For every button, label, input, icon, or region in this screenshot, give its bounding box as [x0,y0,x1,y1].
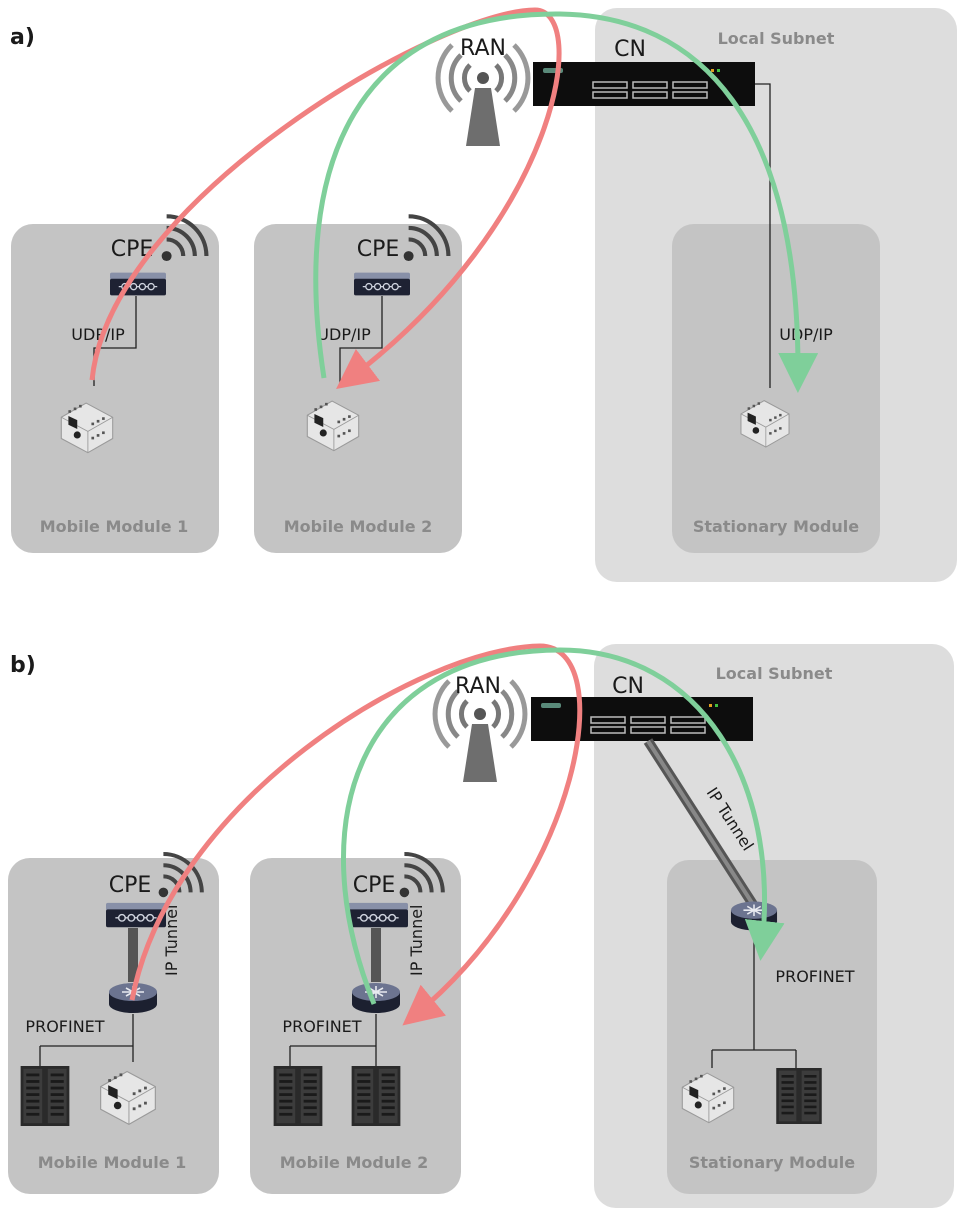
red-flow-arrow [89,7,562,390]
cpe-2-label: CPE [353,873,396,898]
mobile-module-1-title: Mobile Module 1 [40,517,189,536]
io-module-icon [776,1068,822,1124]
cpe-device-icon [354,272,410,296]
stationary-module-title: Stationary Module [693,517,859,536]
ran-label: RAN [460,36,506,61]
cn-link-line [755,83,771,388]
stationary-module-box [672,224,880,553]
mobile-1-profinet-label: PROFINET [25,1017,104,1036]
panel-b-label: b) [10,653,36,678]
green-flow-arrow [340,647,785,1005]
panel-a: a) Local Subnet Mobile Module 1 Mobile M… [10,7,957,582]
mobile-1-udp-label: UDP/IP [71,325,125,344]
panel-b: b) Local Subnet Mobile Module 1 Mobile M… [8,643,954,1208]
stationary-profinet-label: PROFINET [775,967,854,986]
cpe-device-icon [110,272,166,296]
stationary-udp-label: UDP/IP [779,325,833,344]
cn-label: CN [612,674,644,699]
mobile-2-tunnel-label: IP Tunnel [407,904,426,976]
mobile-1-tunnel-label: IP Tunnel [162,904,181,976]
io-module-icon [273,1066,323,1126]
profinet-bus-line [39,1014,134,1066]
router-icon [730,900,778,932]
cn-label: CN [614,37,646,62]
mobile-module-2-title: Mobile Module 2 [280,1153,429,1172]
local-subnet-label: Local Subnet [716,664,833,683]
local-subnet-label: Local Subnet [718,29,835,48]
red-flow-arrow [129,643,583,1026]
io-module-icon [20,1066,70,1126]
mobile-2-udp-label: UDP/IP [317,325,371,344]
cpe-device-icon [348,902,408,928]
stationary-module-title: Stationary Module [689,1153,855,1172]
mobile-module-1-box [11,224,219,553]
ran-label: RAN [455,674,501,699]
mobile-module-2-title: Mobile Module 2 [284,517,433,536]
mobile-2-profinet-label: PROFINET [282,1017,361,1036]
cpe-2-label: CPE [357,237,400,262]
cpe-1-label: CPE [109,873,152,898]
mobile-module-1-title: Mobile Module 1 [38,1153,187,1172]
ip-tunnel-inner [646,739,756,908]
profinet-bus-line [711,932,797,1068]
green-flow-arrow [313,11,819,393]
panel-a-label: a) [10,25,35,50]
profinet-bus-line [289,1014,377,1066]
router-icon [351,982,401,1014]
io-module-icon [351,1066,401,1126]
